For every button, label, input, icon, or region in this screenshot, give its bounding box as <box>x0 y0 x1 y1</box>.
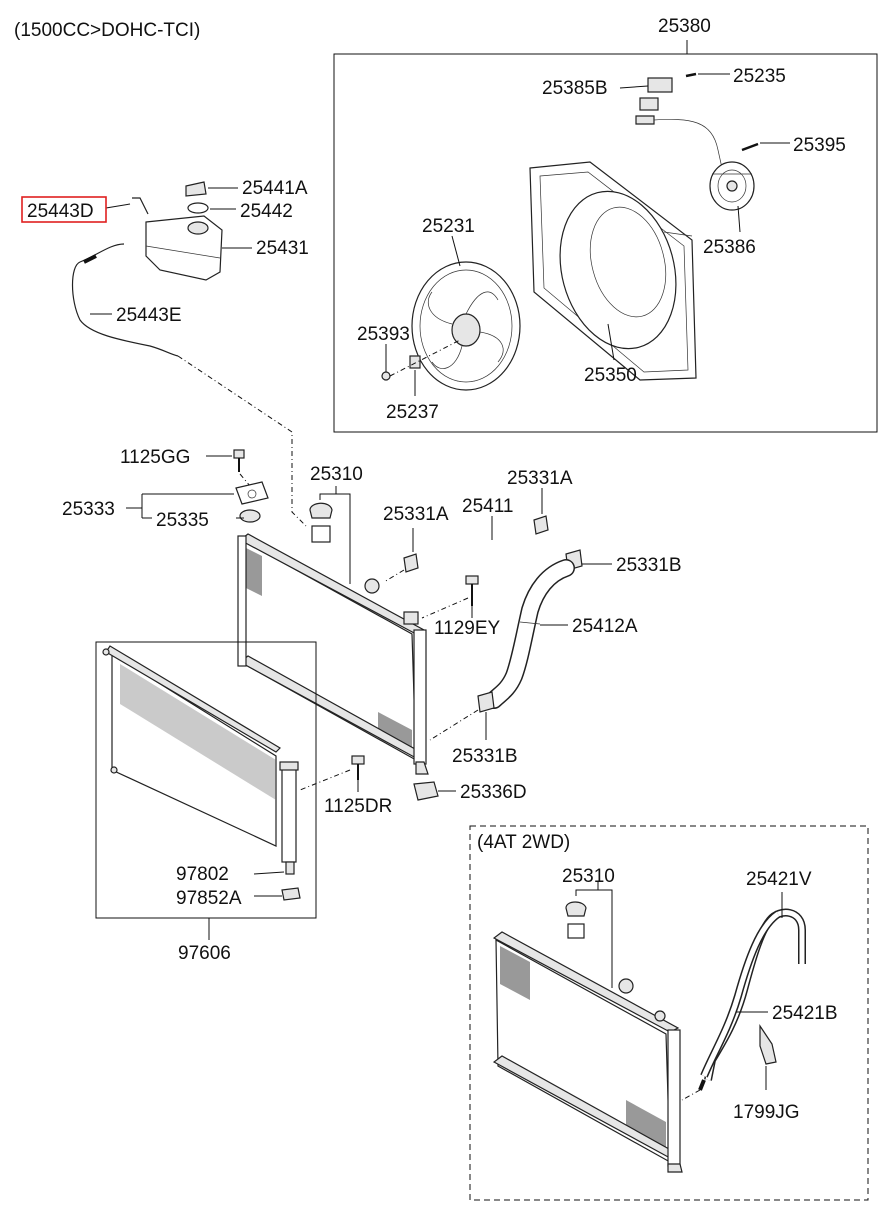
part-label-97802[interactable]: 97802 <box>176 864 229 885</box>
oil-cooler-hose-25421v <box>698 908 806 1091</box>
hose-25443e <box>71 243 179 357</box>
variant-title: (1500CC>DOHC-TCI) <box>14 20 200 41</box>
part-label-25335[interactable]: 25335 <box>156 510 209 531</box>
part-label-25237[interactable]: 25237 <box>386 402 439 423</box>
part-label-25441a[interactable]: 25441A <box>242 178 308 199</box>
hose-25412a <box>485 559 575 709</box>
fan-shroud-25350 <box>529 161 697 381</box>
clip-1799jg <box>759 1024 777 1065</box>
fan-assembly-box <box>333 53 878 433</box>
part-label-25385b[interactable]: 25385B <box>542 78 608 99</box>
radiator-core <box>237 533 429 775</box>
part-label-25350[interactable]: 25350 <box>584 365 637 386</box>
o-ring-25442 <box>187 202 209 214</box>
part-label-25336d[interactable]: 25336D <box>460 782 527 803</box>
part-label-25231[interactable]: 25231 <box>422 216 475 237</box>
inset-part-label-1799jg[interactable]: 1799JG <box>733 1102 800 1123</box>
part-label-25393[interactable]: 25393 <box>357 324 410 345</box>
condenser-box <box>95 641 317 919</box>
clamp-25331a-right <box>533 515 549 535</box>
connector-25385b <box>635 77 673 125</box>
part-label-25443d[interactable]: 25443D <box>27 201 94 222</box>
highlight-box <box>21 196 107 223</box>
part-label-25395[interactable]: 25395 <box>793 135 846 156</box>
bracket-25333 <box>235 481 269 505</box>
part-label-1125dr[interactable]: 1125DR <box>324 796 392 817</box>
part-label-97606[interactable]: 97606 <box>178 943 231 964</box>
clamp-25331b-bottom <box>477 691 495 713</box>
radiator-cap-25310 <box>309 502 333 543</box>
reservoir-cap-25441a <box>185 181 207 197</box>
drain-plug-25336d <box>413 781 439 801</box>
receiver-drier-97802 <box>279 761 299 875</box>
part-label-25331b-bottom[interactable]: 25331B <box>452 746 518 767</box>
inset-radiator-core <box>492 931 683 1173</box>
part-label-25331a-left[interactable]: 25331A <box>383 504 449 525</box>
part-label-25431[interactable]: 25431 <box>256 238 309 259</box>
clamp-25331a-left <box>403 553 419 573</box>
bolt-1129ey <box>465 575 479 606</box>
inset-part-label-25310[interactable]: 25310 <box>562 866 615 887</box>
bolt-1125dr <box>351 755 365 780</box>
part-label-25333[interactable]: 25333 <box>62 499 115 520</box>
screw-25235 <box>685 72 697 78</box>
part-label-25331a-right[interactable]: 25331A <box>507 468 573 489</box>
bolt-1125gg <box>233 449 245 472</box>
hose-25443d <box>132 197 149 215</box>
part-label-97852a[interactable]: 97852A <box>176 888 242 909</box>
motor-25386 <box>709 161 755 211</box>
inset-box <box>469 825 869 1201</box>
part-label-25380[interactable]: 25380 <box>658 16 711 37</box>
insulator-25335 <box>239 509 261 523</box>
part-label-25442[interactable]: 25442 <box>240 201 293 222</box>
fan-25231 <box>411 261 521 391</box>
part-label-25331b-top[interactable]: 25331B <box>616 555 682 576</box>
part-label-25386[interactable]: 25386 <box>703 237 756 258</box>
inset-radiator-cap <box>565 901 587 939</box>
reservoir-tank-25431 <box>145 215 223 281</box>
part-label-25411[interactable]: 25411 <box>462 496 513 517</box>
inset-part-label-25421v[interactable]: 25421V <box>746 869 812 890</box>
inset-part-label-25421b[interactable]: 25421B <box>772 1003 838 1024</box>
part-label-25310[interactable]: 25310 <box>310 464 363 485</box>
washer-25237 <box>409 355 421 369</box>
part-label-25412a[interactable]: 25412A <box>572 616 638 637</box>
nut-25393 <box>381 371 391 381</box>
cap-97852a <box>281 887 301 901</box>
inset-title: (4AT 2WD) <box>477 832 570 853</box>
part-label-1125gg[interactable]: 1125GG <box>120 447 190 468</box>
hose-25411 <box>425 523 535 552</box>
part-label-25443e[interactable]: 25443E <box>116 305 182 326</box>
condenser-97606 <box>102 645 281 847</box>
part-label-25235[interactable]: 25235 <box>733 66 786 87</box>
part-label-1129ey[interactable]: 1129EY <box>434 618 501 639</box>
